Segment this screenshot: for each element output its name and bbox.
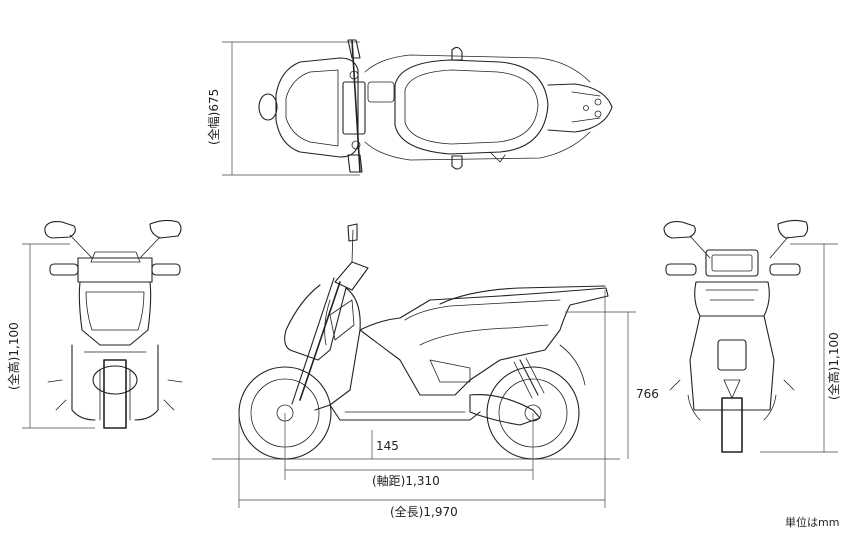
seat-height-label: 766 bbox=[636, 387, 659, 401]
rear-view bbox=[663, 219, 838, 453]
ground-clearance-label: 145 bbox=[376, 439, 399, 453]
overall-width-label: (全幅)675 bbox=[206, 89, 221, 145]
wheelbase-label: (軸距)1,310 bbox=[372, 474, 440, 488]
side-view bbox=[212, 223, 636, 508]
unit-note: 単位はmm bbox=[785, 515, 839, 529]
front-view bbox=[22, 219, 183, 429]
overall-height-right-label: (全高)1,100 bbox=[826, 332, 841, 400]
overall-height-left-label: (全高)1,100 bbox=[6, 322, 21, 390]
top-view bbox=[222, 39, 613, 176]
overall-length-label: (全長)1,970 bbox=[390, 504, 458, 519]
